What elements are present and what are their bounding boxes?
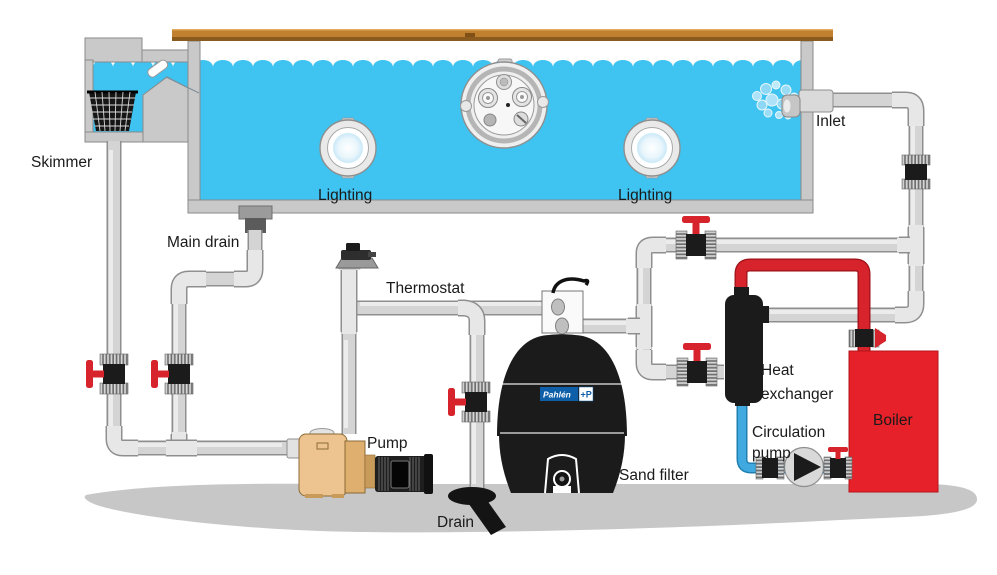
valve-outlet-cap — [555, 317, 569, 335]
pool-deck — [172, 29, 833, 41]
pipe-main-drain — [171, 230, 263, 444]
boiler-valve — [848, 327, 887, 349]
skimmer-bottom — [84, 131, 144, 143]
thermostat-device — [335, 257, 379, 269]
pool-floor — [187, 199, 814, 214]
label-heat-exchanger-2: exchanger — [761, 386, 833, 403]
heat-exchanger-valve — [676, 342, 718, 387]
return-column-union — [901, 154, 931, 190]
heat-exchanger-shell — [725, 295, 763, 403]
label-thermostat: Thermostat — [386, 280, 465, 297]
skimmer-basket — [87, 90, 138, 132]
throat-floor-line — [165, 76, 200, 94]
brand-mark: +P — [581, 390, 592, 400]
pump-motor — [375, 454, 433, 494]
thermostat-assembly — [335, 243, 379, 334]
skimmer-valve — [85, 353, 129, 395]
pool-water — [93, 60, 813, 200]
inlet-fitting — [781, 89, 834, 118]
label-circulation-1: Circulation — [752, 424, 825, 441]
circulation-valve — [823, 446, 853, 480]
waste-valve — [447, 381, 491, 423]
filter-base-arch — [544, 454, 580, 494]
label-circulation-2: pump — [752, 445, 791, 462]
label-pump: Pump — [367, 435, 408, 452]
main-drain-valve — [150, 353, 194, 395]
multiport-valve-handle — [551, 277, 590, 294]
pool-wall-right — [800, 40, 814, 214]
filter-tank — [497, 334, 627, 436]
floor-drain — [448, 487, 506, 535]
label-lighting-right: Lighting — [618, 187, 672, 204]
swim-jet-unit — [460, 58, 549, 149]
bypass-valve — [675, 215, 717, 260]
pool-wall-left — [187, 40, 201, 214]
filter-base — [499, 434, 625, 493]
filtration-pump — [298, 428, 433, 498]
label-drain: Drain — [437, 514, 474, 531]
label-sand-filter: Sand filter — [619, 467, 689, 484]
labels: Skimmer Main drain Lighting Lighting Inl… — [31, 113, 913, 531]
label-lighting-left: Lighting — [318, 187, 372, 204]
main-drain-sump — [238, 205, 273, 233]
label-main-drain: Main drain — [167, 234, 239, 251]
skimmer-weir-flap — [147, 59, 169, 78]
brand-text: Pahlén — [543, 390, 571, 400]
valve-inlet-cap — [551, 298, 565, 316]
sand-filter: Pahlén +P — [497, 277, 627, 494]
filter-brand-logo: Pahlén +P — [540, 386, 594, 402]
label-heat-exchanger-1: Heat — [761, 362, 794, 379]
skimmer-housing-top — [84, 37, 143, 63]
pool-light-left — [319, 117, 377, 179]
circulation-pump — [783, 446, 825, 488]
label-skimmer: Skimmer — [31, 154, 92, 171]
label-inlet: Inlet — [816, 113, 846, 130]
label-boiler: Boiler — [873, 412, 913, 429]
pool — [84, 37, 814, 233]
pool-light-right — [623, 117, 681, 179]
boiler — [848, 350, 939, 493]
